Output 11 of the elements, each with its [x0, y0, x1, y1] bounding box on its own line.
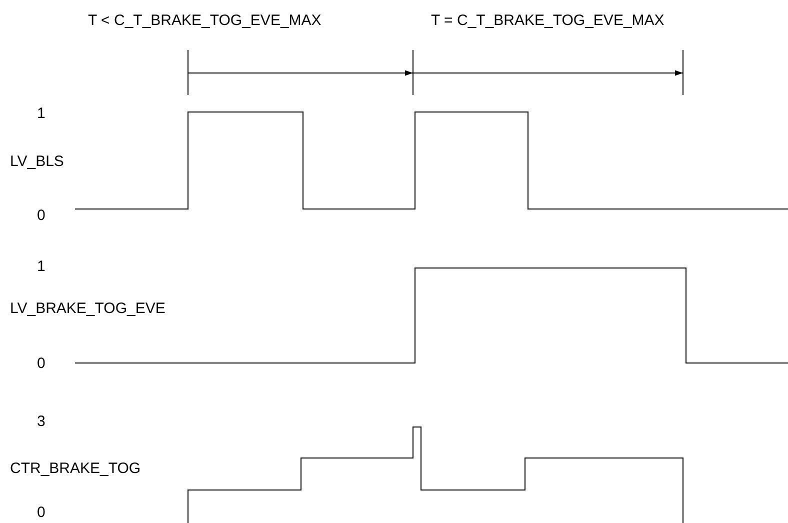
dimension-label: T = C_T_BRAKE_TOG_EVE_MAX	[431, 12, 664, 30]
axis-tick-label: 1	[37, 105, 46, 123]
axis-tick-label: 3	[37, 413, 46, 431]
axis-tick-label: 0	[37, 504, 46, 522]
axis-tick-label: 1	[37, 258, 46, 276]
dimension-label: T < C_T_BRAKE_TOG_EVE_MAX	[88, 12, 322, 30]
signal-name: LV_BLS	[10, 153, 64, 171]
axis-tick-label: 0	[37, 207, 46, 225]
axis-tick-label: 0	[37, 355, 46, 373]
signal-name: CTR_BRAKE_TOG	[10, 460, 141, 478]
signal-name: LV_BRAKE_TOG_EVE	[10, 300, 166, 318]
